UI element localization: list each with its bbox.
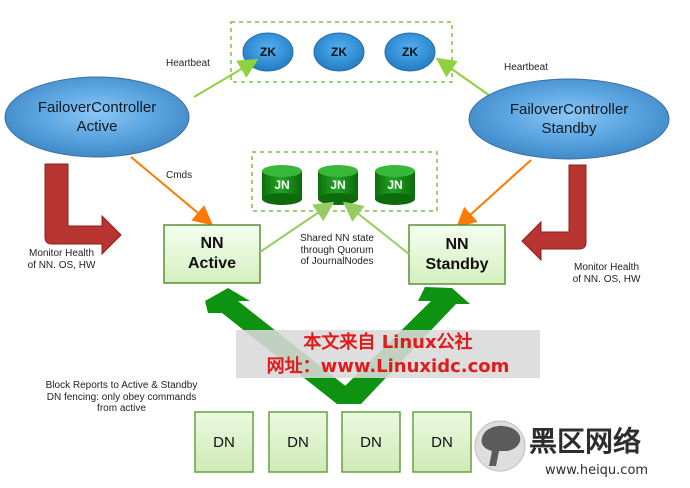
jn-node-2-label: JN [330,178,345,192]
dn-node-3: DN [341,411,401,473]
dn-node-1-label: DN [213,434,235,451]
monitor-health-left-caption: Monitor Health of NN. OS, HW [8,248,115,271]
heartbeat-left-label: Heartbeat [166,58,210,69]
monitor-health-left-line-1: Monitor Health [28,248,95,259]
monitor-health-right-line-1: Monitor Health [573,262,640,273]
dn-node-1: DN [194,411,254,473]
heiqu-logo: 黑区网络 www.heiqu.com [474,420,648,478]
shared-state-arrow-active [259,201,335,253]
dn-node-4-label: DN [431,434,453,451]
failover-active-status: Active [77,118,118,135]
shared-state-arrow-standby [342,201,410,255]
nn-active-node: NN Active [163,224,261,284]
heartbeat-right-label: Heartbeat [504,62,548,73]
nn-standby-status: Standby [425,256,488,273]
zk-node-2-label: ZK [331,45,347,59]
zk-node-1: ZK [242,32,294,72]
nn-active-status: Active [188,255,236,272]
dn-node-2: DN [268,411,328,473]
monitor-health-left-arrow [44,163,122,256]
block-reports-caption: Block Reports to Active & Standby DN fen… [34,380,209,415]
jn-node-3: JN [375,165,415,205]
zk-node-3-label: ZK [402,45,418,59]
cmds-arrow-active [130,156,214,226]
jn-node-3-label: JN [387,178,402,192]
watermark-banner: 本文来自 Linux公社 网址：www.Linuxidc.com [236,330,540,378]
nn-standby-node: NN Standby [408,224,506,285]
logo-main-text: 黑区网络 [529,425,641,458]
nn-standby-title: NN [445,236,468,253]
failover-standby-status: Standby [541,120,597,137]
dn-node-4: DN [412,411,472,473]
dn-node-3-label: DN [360,434,382,451]
logo-sub-text: www.heiqu.com [545,463,648,478]
shared-state-caption: Shared NN state through Quorum of Journa… [286,233,388,268]
journalnode-group: JN JN JN [251,151,438,212]
failover-controller-standby: FailoverController Standby [468,78,670,160]
zk-node-1-label: ZK [260,45,276,59]
block-reports-line-1: Block Reports to Active & Standby [45,380,198,391]
shared-state-line-1: Shared NN state [300,233,374,244]
jn-node-1: JN [262,165,302,205]
heartbeat-right-arrow [435,57,494,99]
jn-node-1-label: JN [274,178,289,192]
monitor-health-right-caption: Monitor Health of NN. OS, HW [553,262,660,285]
block-reports-line-2: DN fencing: only obey commands [46,391,197,403]
failover-active-title: FailoverController [38,99,156,116]
monitor-health-right-line-2: of NN. OS, HW [572,273,641,285]
shared-state-line-3: of JournalNodes [300,256,374,267]
failover-standby-title: FailoverController [510,101,628,118]
block-reports-line-3: from active [97,403,146,414]
nn-active-title: NN [200,235,223,252]
zk-node-2: ZK [313,32,365,72]
zk-node-3: ZK [384,32,436,72]
jn-node-2: JN [318,165,358,205]
cmds-label: Cmds [166,170,192,181]
failover-controller-active: FailoverController Active [4,76,190,158]
zookeeper-group: ZK ZK ZK [230,21,453,83]
watermark-line-1: 本文来自 Linux公社 [303,331,472,353]
heartbeat-left-arrow [193,58,259,98]
dn-node-2-label: DN [287,434,309,451]
shared-state-line-2: through Quorum [300,244,374,256]
monitor-health-right-arrow [521,164,587,262]
cmds-arrow-standby [456,159,532,228]
watermark-line-2: 网址：www.Linuxidc.com [267,356,510,377]
logo-mushroom-icon [481,425,521,466]
monitor-health-left-line-2: of NN. OS, HW [27,259,96,271]
